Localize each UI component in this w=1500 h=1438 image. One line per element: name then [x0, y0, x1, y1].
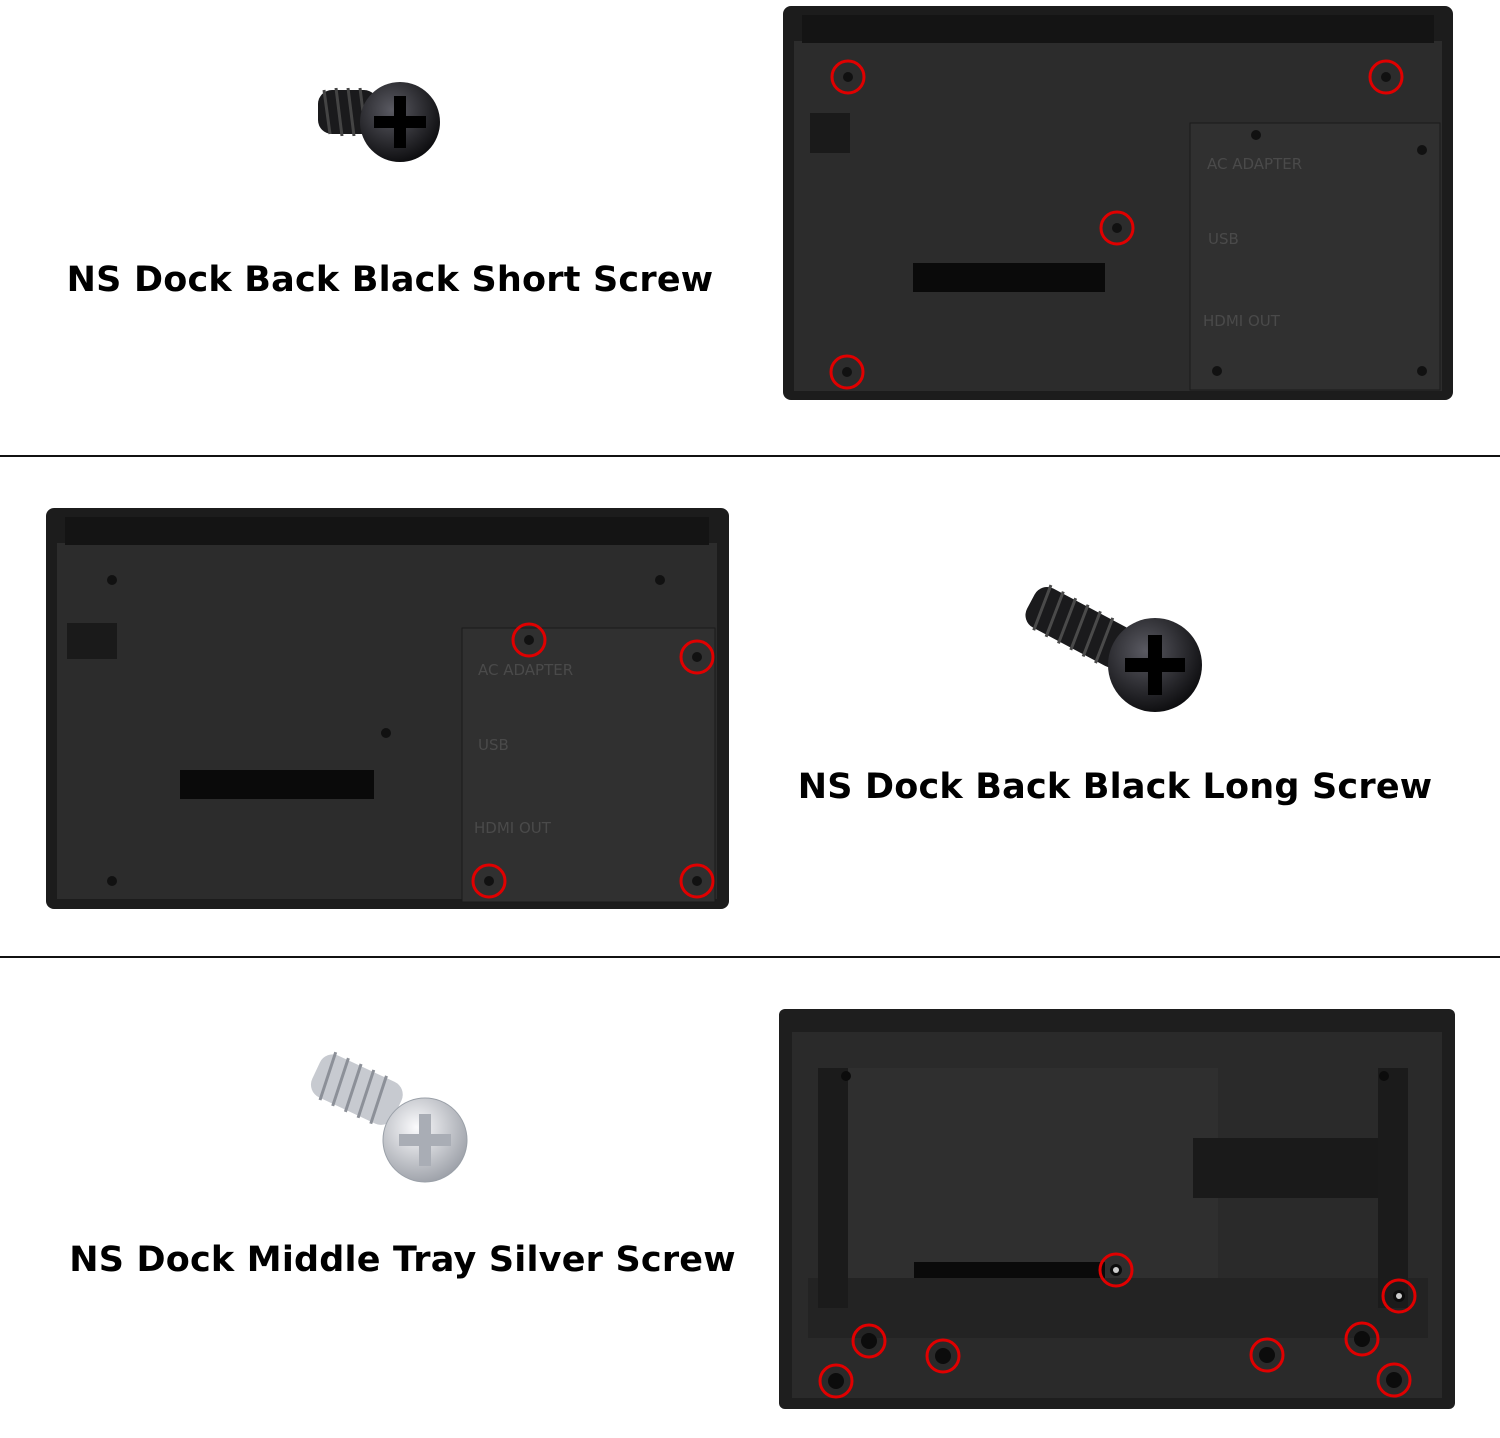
short-screw-label: NS Dock Back Black Short Screw	[66, 260, 714, 300]
silver-screw-image	[310, 1051, 468, 1183]
dock-back-diagram-short-screws: AC ADAPTER USB HDMI OUT	[783, 6, 1453, 400]
highlight-circles	[829, 59, 1404, 390]
screw-holes	[828, 1071, 1405, 1389]
dock-middle-tray-diagram-silver-screws	[779, 1009, 1455, 1409]
long-screw-label: NS Dock Back Black Long Screw	[797, 767, 1433, 807]
hdmi-out-label: HDMI OUT	[1203, 312, 1281, 330]
short-black-screw-image	[318, 82, 440, 162]
screw-holes	[842, 72, 1427, 377]
dock-back-diagram-long-screws: AC ADAPTER USB HDMI OUT	[46, 508, 729, 909]
usb-label: USB	[478, 736, 509, 754]
section-divider	[0, 956, 1500, 958]
hdmi-out-label: HDMI OUT	[474, 819, 552, 837]
highlight-circles	[818, 1252, 1417, 1399]
ac-adapter-label: AC ADAPTER	[478, 661, 573, 679]
highlight-circles	[471, 622, 715, 899]
section-divider	[0, 455, 1500, 457]
screw-holes	[107, 575, 702, 886]
silver-screw-label: NS Dock Middle Tray Silver Screw	[69, 1240, 736, 1280]
ac-adapter-label: AC ADAPTER	[1207, 155, 1302, 173]
usb-label: USB	[1208, 230, 1239, 248]
silver-screws	[1113, 1267, 1402, 1299]
long-black-screw-image	[1025, 584, 1202, 712]
